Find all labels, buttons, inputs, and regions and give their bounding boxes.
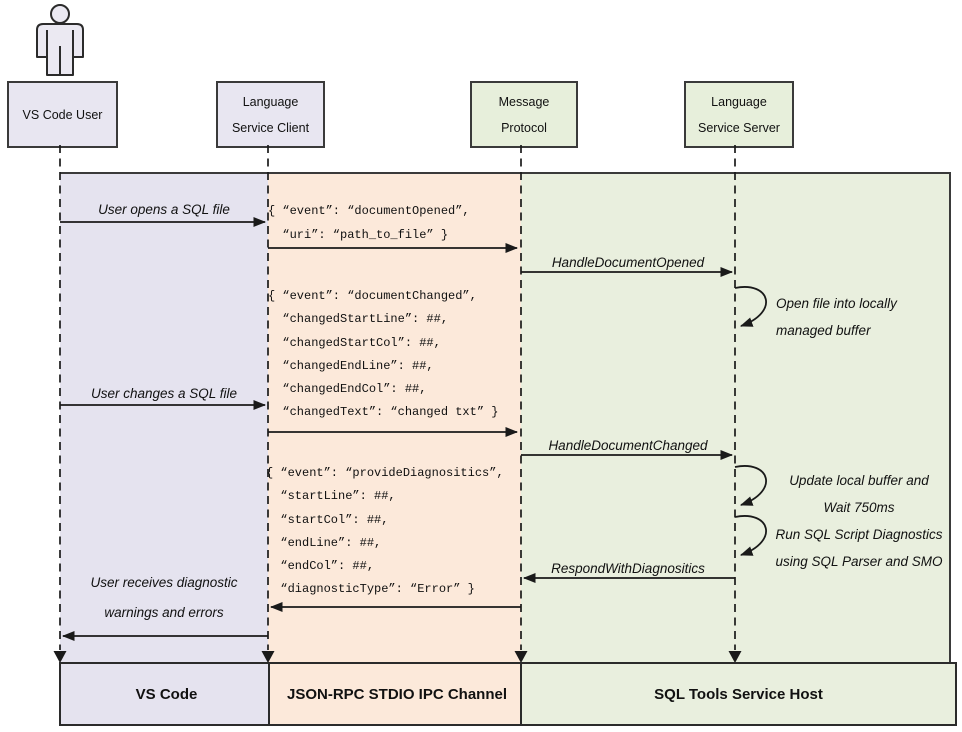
lifeline-end-arrow-vscode (53, 651, 67, 663)
footer-box-vscode: VS Code (59, 662, 274, 726)
lane-json-rpc-channel (268, 173, 521, 662)
label-handle-document-opened: HandleDocumentOpened (551, 255, 705, 270)
header-box-language-service-client: Language Service Client (216, 81, 325, 148)
lane-vscode (60, 173, 268, 662)
footer-box-sql-tools-host: SQL Tools Service Host (520, 662, 957, 726)
footer-label: SQL Tools Service Host (654, 685, 823, 703)
self-loop-open-file (734, 286, 767, 327)
header-label: VS Code User (22, 107, 103, 122)
footer-label: JSON-RPC STDIO IPC Channel (286, 685, 508, 703)
payload-document-changed: { “event”: “documentChanged”, “changedSt… (268, 289, 499, 420)
self-loop-run-diagnostics (734, 515, 767, 556)
label-user-opens: User opens a SQL file (98, 202, 230, 217)
footer-label: VS Code (135, 685, 198, 703)
footer-box-json-rpc-channel: JSON-RPC STDIO IPC Channel (268, 662, 526, 726)
lane-sql-tools-host (521, 173, 951, 662)
header-box-language-service-server: Language Service Server (684, 81, 794, 148)
lifeline-end-arrow-client (261, 651, 275, 663)
user-actor-icon (36, 4, 84, 76)
label-user-receives: User receives diagnostic warnings and er… (90, 575, 238, 620)
header-label: Language Service Client (231, 94, 310, 135)
lifeline-end-arrow-protocol (514, 651, 528, 663)
payload-document-opened: { “event”: “documentOpened”, “uri”: “pat… (268, 204, 470, 242)
label-handle-document-changed: HandleDocumentChanged (548, 438, 708, 453)
payload-provide-diagnostics: { “event”: “provideDiagnositics”, “start… (266, 466, 504, 597)
header-label: Message Protocol (498, 94, 550, 135)
note-run-diagnostics: Run SQL Script Diagnostics using SQL Par… (775, 527, 943, 569)
self-loop-update-buffer (734, 465, 767, 506)
label-user-changes: User changes a SQL file (90, 386, 238, 401)
note-open-file: Open file into locally managed buffer (776, 296, 897, 338)
note-update-buffer: Update local buffer and Wait 750ms (789, 473, 929, 515)
header-label: Language Service Server (698, 94, 780, 135)
lifeline-end-arrow-server (728, 651, 742, 663)
header-box-vscode-user: VS Code User (7, 81, 118, 148)
label-respond-with-diagnostics: RespondWithDiagnositics (551, 561, 705, 576)
header-box-message-protocol: Message Protocol (470, 81, 578, 148)
